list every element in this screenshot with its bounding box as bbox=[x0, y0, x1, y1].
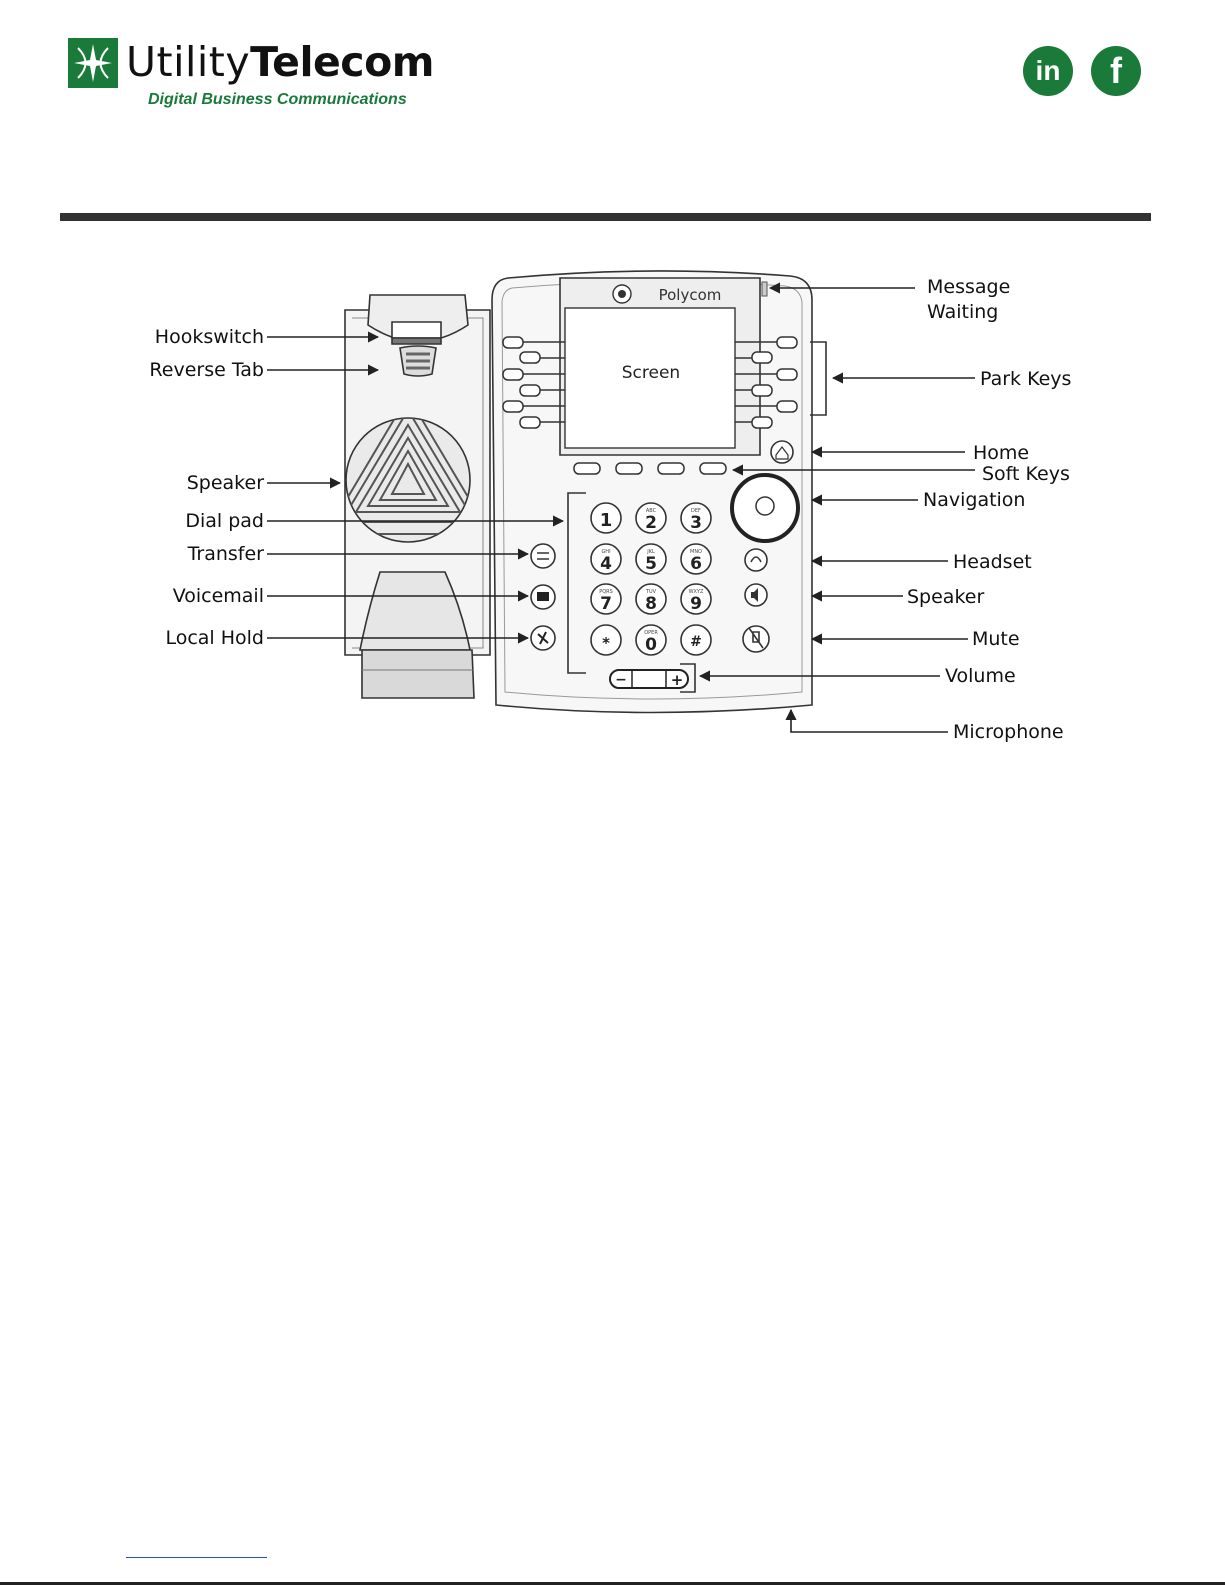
dial-key-digit: 6 bbox=[690, 554, 702, 574]
header-divider bbox=[60, 213, 1151, 221]
dial-key-digit: 5 bbox=[645, 554, 657, 574]
label-message: Message bbox=[927, 276, 1010, 298]
label-soft-keys: Soft Keys bbox=[982, 463, 1070, 485]
headset-button[interactable] bbox=[745, 549, 767, 571]
linkedin-icon[interactable]: in bbox=[1023, 46, 1073, 96]
label-microphone: Microphone bbox=[953, 721, 1064, 743]
dial-key-digit: 0 bbox=[645, 635, 657, 655]
label-reverse-tab: Reverse Tab bbox=[149, 359, 264, 381]
label-transfer: Transfer bbox=[187, 543, 265, 565]
label-dial-pad: Dial pad bbox=[185, 510, 264, 532]
logo-mark-icon bbox=[68, 38, 118, 88]
facebook-icon[interactable]: f bbox=[1091, 46, 1141, 96]
volume-key[interactable]: − + bbox=[610, 670, 688, 689]
label-navigation: Navigation bbox=[923, 489, 1025, 511]
utility-telecom-logo[interactable]: UtilityTelecom Digital Business Communic… bbox=[68, 36, 408, 116]
voicemail-icon bbox=[537, 592, 549, 601]
footer-link-underline[interactable] bbox=[126, 1557, 267, 1558]
label-park-keys: Park Keys bbox=[980, 368, 1071, 390]
screen-label: Screen bbox=[622, 363, 680, 383]
right-labels: Message Waiting Park Keys Home Soft Keys… bbox=[907, 276, 1071, 743]
transfer-button[interactable] bbox=[531, 544, 555, 568]
label-voicemail: Voicemail bbox=[173, 585, 264, 607]
volume-plus: + bbox=[671, 671, 684, 689]
brand-name: UtilityTelecom bbox=[126, 38, 434, 86]
label-headset: Headset bbox=[953, 551, 1032, 573]
volume-minus: − bbox=[615, 672, 627, 688]
dial-key-digit: 7 bbox=[600, 594, 612, 614]
label-volume: Volume bbox=[945, 665, 1016, 687]
label-local-hold: Local Hold bbox=[165, 627, 264, 649]
phone-diagram-svg: Polycom Screen bbox=[0, 250, 1225, 770]
tagline: Digital Business Communications bbox=[148, 91, 407, 109]
label-hookswitch: Hookswitch bbox=[155, 326, 264, 348]
dial-key-digit: 2 bbox=[645, 513, 657, 533]
dial-key-digit: 8 bbox=[645, 594, 657, 614]
label-mute: Mute bbox=[972, 628, 1020, 650]
polycom-logo: Polycom bbox=[659, 286, 722, 304]
dial-key-digit: 4 bbox=[600, 554, 612, 574]
dial-key-digit: 9 bbox=[690, 594, 702, 614]
dial-key-digit: 3 bbox=[690, 513, 702, 533]
dial-key-digit: * bbox=[602, 634, 610, 652]
dial-key-digit: 1 bbox=[600, 510, 613, 531]
dial-key-digit: # bbox=[690, 634, 702, 650]
label-speaker-left: Speaker bbox=[187, 472, 264, 494]
phone-diagram: Polycom Screen bbox=[0, 250, 1225, 770]
home-button[interactable] bbox=[771, 441, 793, 463]
label-waiting: Waiting bbox=[927, 301, 998, 323]
navigation-select-button[interactable] bbox=[756, 497, 774, 515]
brand-utility: Utility bbox=[126, 38, 250, 86]
page-header: UtilityTelecom Digital Business Communic… bbox=[0, 0, 1225, 230]
brand-telecom: Telecom bbox=[250, 38, 434, 86]
left-labels: Hookswitch Reverse Tab Speaker Dial pad … bbox=[149, 326, 264, 649]
label-home: Home bbox=[973, 442, 1029, 464]
label-speaker-right: Speaker bbox=[907, 586, 984, 608]
